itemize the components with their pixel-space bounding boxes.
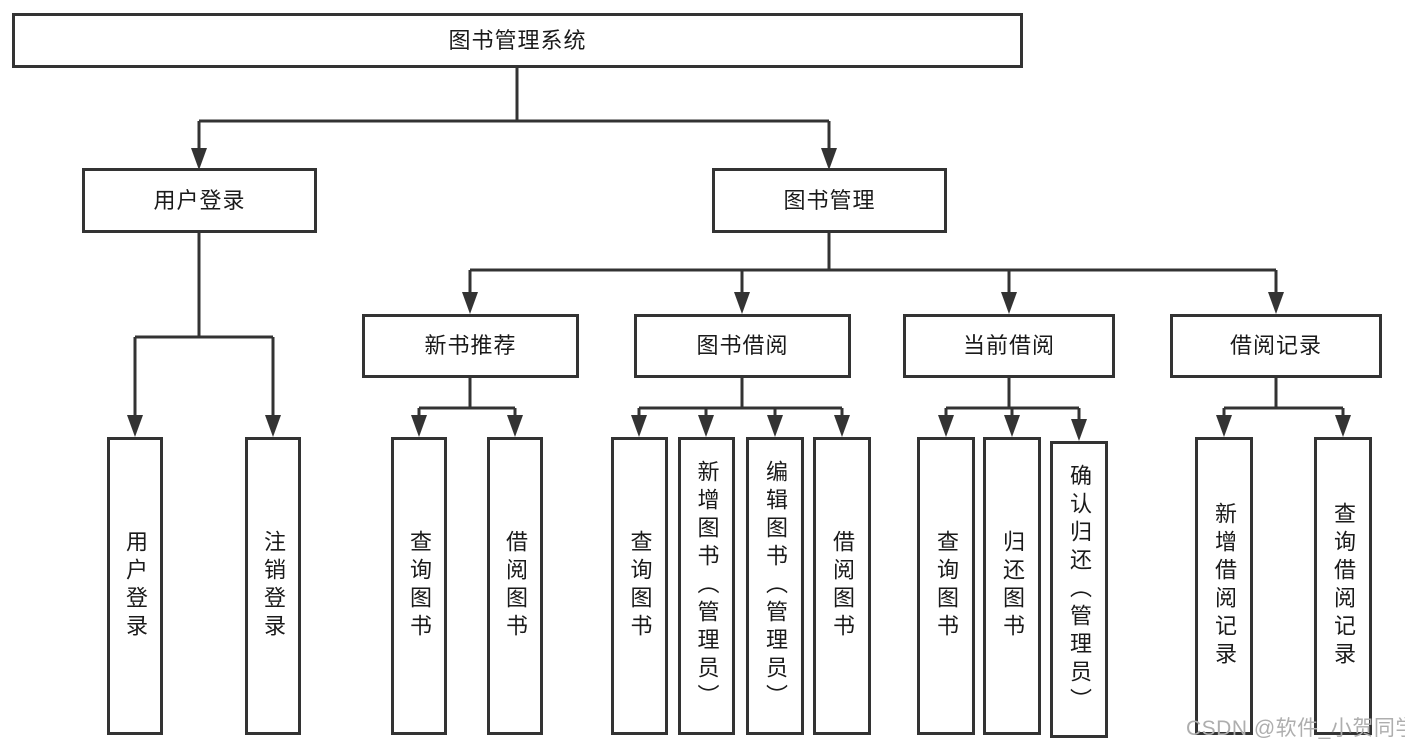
connector-lines [133,68,1345,421]
leaf-edit-books-admin: 编辑图书（管理员） [746,437,804,735]
arrowhead-down [821,148,837,170]
arrowhead-down [1004,415,1020,437]
leaf-label: 借阅图书 [503,530,528,642]
leaf-label: 新增图书（管理员） [694,460,720,712]
arrowhead-down [698,415,714,437]
arrowhead-down [507,415,523,437]
leaf-confirm-return-admin: 确认归还（管理员） [1050,441,1108,738]
arrowhead-down [1268,292,1284,314]
node-root-label: 图书管理系统 [448,27,587,53]
node-book-borrow: 图书借阅 [634,314,851,378]
leaf-label: 注销登录 [261,530,286,642]
node-root: 图书管理系统 [12,13,1023,68]
arrowhead-down [411,415,427,437]
arrowhead-down [265,415,281,437]
node-new-book-recommend: 新书推荐 [362,314,579,378]
leaf-add-books-admin: 新增图书（管理员） [678,437,735,735]
node-user-login: 用户登录 [82,168,317,233]
leaf-query-books-3: 查询图书 [917,437,975,735]
node-label: 用户登录 [153,187,246,213]
arrowhead-down [127,415,143,437]
node-label: 图书管理 [783,187,876,213]
leaf-label: 编辑图书（管理员） [763,460,788,712]
leaf-query-books-2: 查询图书 [611,437,668,735]
leaf-label: 新增借阅记录 [1212,502,1237,670]
csdn-watermark: CSDN @软件_小贺同学 [1186,717,1405,740]
arrowhead-down [1001,292,1017,314]
leaf-label: 借阅图书 [830,530,855,642]
arrowhead-down [631,415,647,437]
leaf-logout: 注销登录 [245,437,301,735]
leaf-user-login: 用户登录 [107,437,163,735]
node-label: 新书推荐 [424,333,517,358]
leaf-borrow-books-1: 借阅图书 [487,437,543,735]
leaf-label: 确认归还（管理员） [1067,463,1092,716]
arrowhead-down [1335,415,1351,437]
arrowhead-down [191,148,207,170]
leaf-label: 查询图书 [934,530,959,642]
leaf-query-books-1: 查询图书 [391,437,447,735]
arrowhead-down [767,415,783,437]
leaf-query-borrow-record: 查询借阅记录 [1314,437,1372,735]
arrowhead-down [1216,415,1232,437]
arrowhead-down [938,415,954,437]
leaf-label: 归还图书 [1000,530,1025,642]
arrowhead-down [462,292,478,314]
node-label: 借阅记录 [1229,333,1322,358]
node-label: 图书借阅 [696,333,789,358]
arrowhead-down [1071,419,1087,441]
leaf-label: 查询借阅记录 [1331,502,1356,670]
arrowhead-down [834,415,850,437]
leaf-return-books: 归还图书 [983,437,1041,735]
arrowhead-down [734,292,750,314]
node-current-borrow: 当前借阅 [903,314,1115,378]
leaf-label: 查询图书 [627,530,653,642]
leaf-borrow-books-2: 借阅图书 [813,437,871,735]
leaf-label: 查询图书 [407,530,432,642]
node-borrow-records: 借阅记录 [1170,314,1382,378]
node-book-management: 图书管理 [712,168,947,233]
leaf-add-borrow-record: 新增借阅记录 [1195,437,1253,735]
node-label: 当前借阅 [962,333,1055,358]
arrowhead-group [127,148,1351,441]
leaf-label: 用户登录 [123,530,148,642]
